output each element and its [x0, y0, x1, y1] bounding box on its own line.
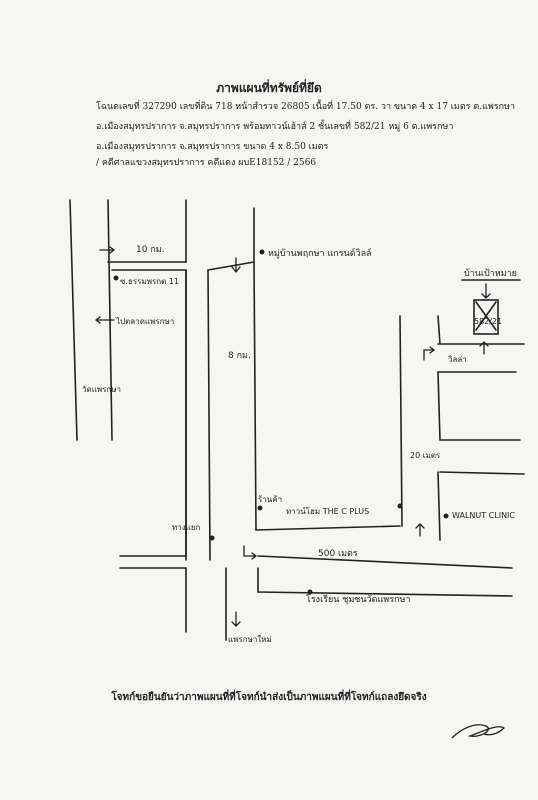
- footer-certification: โจทก์ขอยืนยันว่าภาพแผนที่ที่โจทก์นำส่งเป…: [111, 692, 427, 703]
- landmark-dot-icon: [259, 249, 265, 255]
- landmark-dot-icon: [397, 503, 403, 509]
- label-clinic: WALNUT CLINIC: [452, 511, 515, 520]
- label-village-top: หมู่บ้านพฤกษา แกรนด์วิลล์: [268, 247, 372, 259]
- label-townhome: ทาวน์โฮม THE C PLUS: [286, 506, 369, 516]
- landmark-dot-icon: [307, 589, 313, 595]
- landmark-dot-icon: [443, 513, 449, 519]
- label-shop: ร้านค้า: [258, 495, 282, 504]
- deed-info-line-2: อ.เมืองสมุทรปราการ จ.สมุทรปราการ พร้อมทา…: [96, 122, 454, 132]
- arrow-right-icon: [99, 246, 116, 254]
- label-dist-500m: 500 เมตร: [318, 549, 358, 559]
- target-house-box: [473, 299, 499, 335]
- road-right-vertical-b: [437, 315, 441, 345]
- label-crossroad: ทางแยก: [172, 523, 201, 532]
- arrow-up-icon: [479, 341, 489, 355]
- road-lower-top: [255, 525, 401, 531]
- label-dist-20m: 20 เมตร: [410, 451, 441, 460]
- road-right-low-top: [439, 471, 525, 475]
- arrow-down-icon: [231, 611, 241, 627]
- deed-info-line-3: อ.เมืองสมุทรปราการ จ.สมุทรปราการ ขนาด 4 …: [96, 142, 329, 152]
- arrow-right-icon: [243, 545, 258, 560]
- road-left-outer: [69, 199, 78, 441]
- label-target-house: บ้านเป้าหมาย: [464, 268, 517, 279]
- road-bottom-right: [257, 567, 513, 597]
- arrow-left-icon: [94, 316, 115, 324]
- road-lower-bottom: [257, 555, 513, 569]
- label-village-lower: วิลล่า: [447, 355, 466, 364]
- arrow-down-icon: [481, 283, 491, 299]
- road-right-vertical-d: [437, 471, 441, 541]
- road-8km-top: [207, 261, 255, 561]
- arrow-right-icon: [423, 346, 436, 361]
- landmark-dot-icon: [257, 505, 263, 511]
- road-right-vertical-c: [437, 371, 441, 441]
- road-10km-bottom: [111, 269, 187, 561]
- arrow-down-icon: [231, 257, 241, 274]
- case-info-line: / คดีศาลแขวงสมุทรปราการ คดีแดง ผบE18152 …: [96, 158, 317, 168]
- landmark-dot-icon: [113, 275, 119, 281]
- road-main-right: [253, 261, 257, 531]
- label-to-phraeksa: ไปตลาดแพรกษา: [115, 317, 174, 326]
- target-house-hatch-2: [475, 301, 497, 331]
- label-school: โรงเรียน ชุมชนวัดแพรกษา: [306, 594, 410, 605]
- label-dist-8km: 8 กม.: [228, 351, 251, 361]
- label-wat-phraeksa: วัดแพรกษา: [82, 385, 121, 394]
- landmark-dot-icon: [209, 535, 215, 541]
- road-bottom-top: [119, 567, 187, 633]
- label-soi-11: ซ.ธรรมพรกต 11: [120, 277, 179, 286]
- signature: [451, 724, 506, 739]
- label-house-no: 582/21: [474, 317, 502, 326]
- page-title: ภาพแผนที่ทรัพย์ที่ยึด: [216, 81, 322, 95]
- label-to-down: แพรกษาใหม่: [228, 635, 272, 644]
- deed-info-line-1: โฉนดเลขที่ 327290 เลขที่ดิน 718 หน้าสำรว…: [96, 102, 516, 112]
- road-right-vertical-a: [399, 315, 403, 527]
- label-dist-10km: 10 กม.: [136, 245, 165, 255]
- arrow-up-icon: [415, 523, 425, 537]
